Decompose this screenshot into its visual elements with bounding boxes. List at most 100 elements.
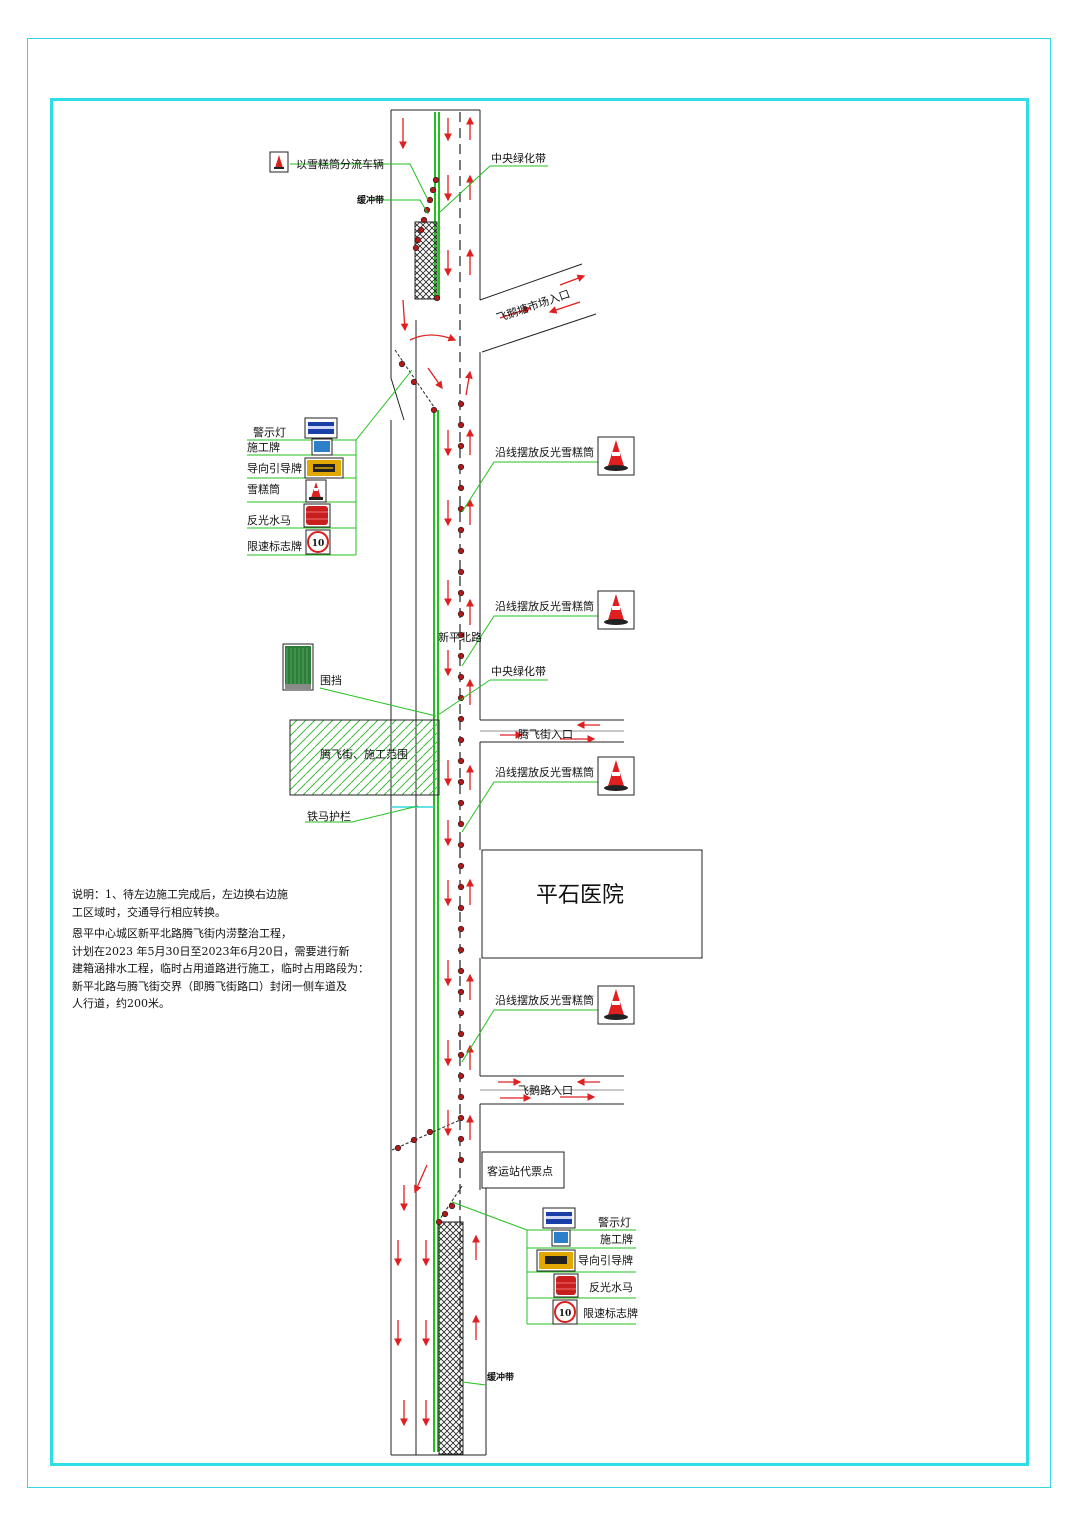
note-line: 新平北路与腾飞街交界（即腾飞街路口）封闭一侧车道及	[72, 979, 347, 993]
water-barrier-label-2: 反光水马	[589, 1280, 633, 1294]
cone-marker	[457, 1072, 465, 1080]
speed-sign-label-2: 限速标志牌	[583, 1306, 638, 1320]
cone-marker	[457, 862, 465, 870]
green-fence-line	[433, 112, 440, 1452]
buffer-zone-bottom	[438, 1221, 464, 1455]
fence-icon	[282, 643, 314, 691]
speed-value: 10	[312, 539, 325, 549]
construction-sign-icon	[551, 1229, 571, 1247]
cone-marker	[457, 631, 465, 639]
cone-dots	[394, 176, 465, 1226]
cone-marker	[457, 946, 465, 954]
cone-marker	[433, 294, 441, 302]
cone-marker	[410, 1136, 418, 1144]
warning-light-icon	[304, 417, 338, 439]
guide-sign-label-2: 导向引导牌	[578, 1253, 633, 1267]
cone-marker	[457, 652, 465, 660]
feie-road	[480, 1075, 624, 1105]
cone-marker	[435, 1218, 443, 1226]
fence-label: 围挡	[320, 673, 342, 687]
cones-line-label-3: 沿线摆放反光雪糕筒	[495, 765, 594, 779]
cone-marker	[420, 216, 428, 224]
cone-marker	[457, 442, 465, 450]
guide-sign-icon	[536, 1249, 576, 1272]
warning-light-label: 警示灯	[253, 425, 286, 439]
cone-marker	[457, 673, 465, 681]
median-mid-label: 中央绿化带	[491, 664, 546, 678]
cone-marker	[457, 526, 465, 534]
inner-border	[50, 98, 1029, 1466]
cone-icon	[597, 985, 635, 1025]
cone-marker	[457, 904, 465, 912]
main-road	[390, 109, 487, 1456]
note-line: 说明：1、待左边施工完成后，左边换右边施	[72, 888, 288, 901]
water-barrier-icon	[553, 1273, 579, 1298]
cone-marker	[410, 378, 418, 386]
cone-marker	[457, 841, 465, 849]
cone-marker	[457, 988, 465, 996]
cones-line-label-1: 沿线摆放反光雪糕筒	[495, 445, 594, 459]
cone-marker	[457, 757, 465, 765]
cone-marker	[429, 186, 437, 194]
cone-icon	[597, 590, 635, 630]
construction-sign-icon	[311, 438, 333, 456]
cone-marker	[457, 1009, 465, 1017]
road-name-label: 新平北路	[438, 630, 482, 644]
cone-marker	[457, 484, 465, 492]
cone-marker	[457, 1030, 465, 1038]
tengfei-entrance-label: 腾飞街入口	[518, 727, 573, 741]
speed-limit-icon: 10	[305, 529, 331, 555]
cone-marker	[417, 226, 425, 234]
cone-marker	[457, 610, 465, 618]
work-zone	[289, 719, 440, 796]
cone-icon	[269, 151, 289, 173]
cone-marker	[426, 196, 434, 204]
water-barrier-label: 反光水马	[247, 513, 291, 527]
cone-marker	[430, 406, 438, 414]
cone-marker	[412, 244, 420, 252]
cone-marker	[457, 400, 465, 408]
cone-marker	[441, 1210, 449, 1218]
construction-sign-label: 施工牌	[247, 440, 280, 454]
speed-limit-icon: 10	[552, 1299, 578, 1325]
cone-marker	[457, 421, 465, 429]
cone-marker	[457, 547, 465, 555]
cone-marker	[457, 568, 465, 576]
cone-marker	[457, 1156, 465, 1164]
note-line: 人行道，约200米。	[72, 997, 170, 1010]
warning-light-label-2: 警示灯	[598, 1215, 631, 1229]
cone-marker	[457, 820, 465, 828]
cone-marker	[457, 715, 465, 723]
note-line: 建箱涵排水工程，临时占用道路进行施工，临时占用路段为：	[72, 962, 369, 975]
ticket-point-box	[481, 1151, 565, 1189]
cone-icon	[597, 436, 635, 476]
iron-barrier-label: 铁马护栏	[307, 809, 351, 823]
cone-icon	[597, 756, 635, 796]
buffer-top-label: 缓冲带	[357, 194, 384, 206]
feie-entrance-label: 飞鹅路入口	[518, 1083, 573, 1097]
outer-border	[27, 38, 1051, 1488]
cones-line-label-4: 沿线摆放反光雪糕筒	[495, 993, 594, 1007]
leader-lines	[247, 163, 636, 1386]
guide-sign-icon	[304, 457, 344, 479]
cone-marker	[457, 1093, 465, 1101]
buffer-zone-top	[414, 221, 438, 300]
cone-marker	[457, 967, 465, 975]
cone-marker	[457, 1051, 465, 1059]
water-barrier-icon	[303, 503, 331, 528]
warning-light-icon	[542, 1207, 576, 1229]
tengfei-road	[480, 719, 624, 743]
cone-marker	[457, 463, 465, 471]
hospital-building	[481, 849, 703, 959]
cone-marker	[426, 1128, 434, 1136]
median-top-label: 中央绿化带	[491, 151, 546, 165]
cones-line-label-2: 沿线摆放反光雪糕筒	[495, 599, 594, 613]
cone-marker	[448, 1202, 456, 1210]
construction-sign-label-2: 施工牌	[600, 1232, 633, 1246]
hospital-label: 平石医院	[536, 883, 624, 908]
speed-value: 10	[559, 1309, 572, 1319]
work-zone-label: 腾飞街、施工范围	[320, 747, 408, 761]
ticket-point-label: 客运站代票点	[487, 1164, 553, 1178]
cone-marker	[457, 778, 465, 786]
